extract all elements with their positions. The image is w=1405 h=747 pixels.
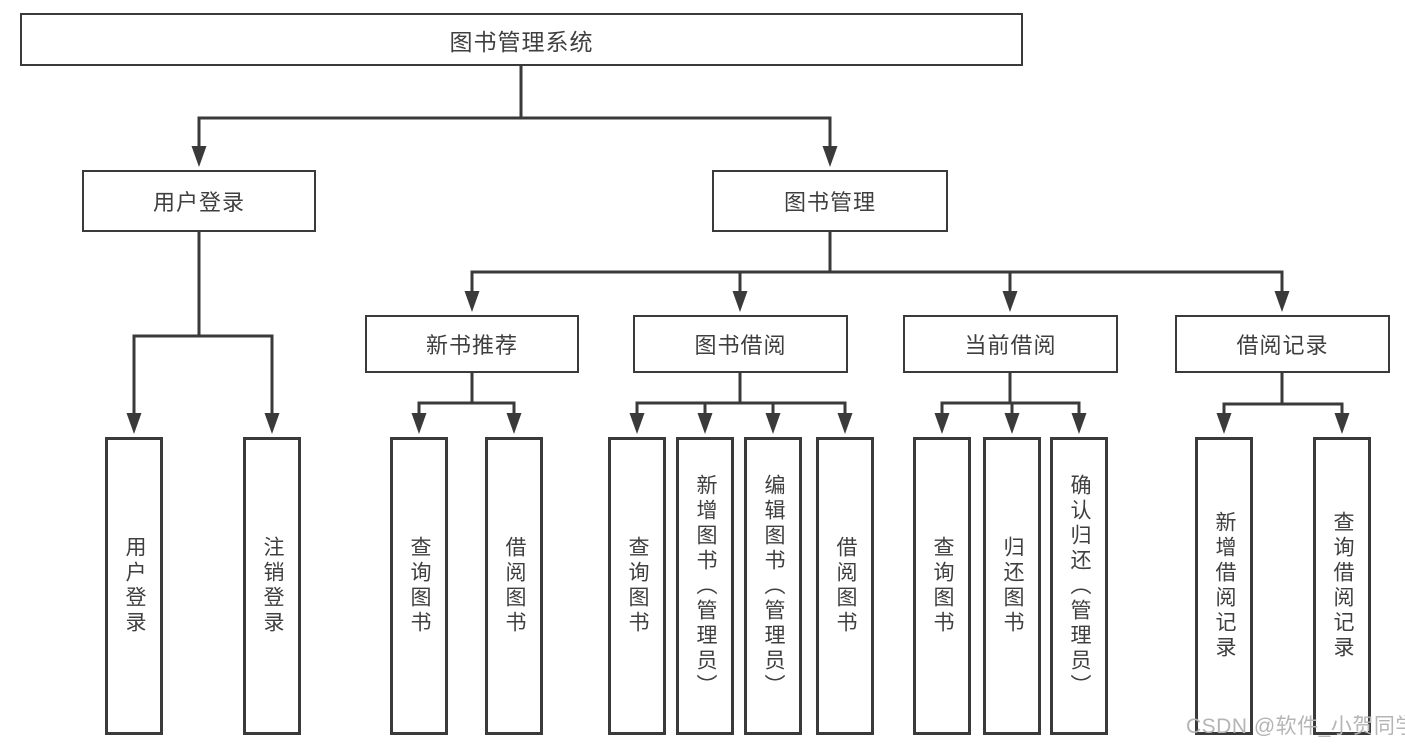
node-user-login: 用户登录 <box>82 170 316 232</box>
leaf-add-borrow-record: 新增借阅记录 <box>1195 437 1253 735</box>
leaf-logout: 注销登录 <box>243 437 301 735</box>
node-borrowing-records: 借阅记录 <box>1175 315 1390 373</box>
leaf-return-books: 归还图书 <box>983 437 1041 735</box>
node-book-borrowing: 图书借阅 <box>633 315 848 373</box>
leaf-add-books-admin: 新增图书（管理员） <box>676 437 734 735</box>
leaf-edit-books-admin: 编辑图书（管理员） <box>744 437 802 735</box>
leaf-borrow-books-recommend: 借阅图书 <box>485 437 543 735</box>
node-library-management-system: 图书管理系统 <box>20 13 1023 66</box>
watermark: CSDN @软件_小贺同学 <box>1186 715 1405 738</box>
leaf-query-books-recommend: 查询图书 <box>390 437 448 735</box>
leaf-confirm-return-admin: 确认归还（管理员） <box>1050 437 1108 735</box>
node-book-management: 图书管理 <box>712 170 948 232</box>
node-current-borrowing: 当前借阅 <box>903 315 1118 373</box>
leaf-query-books-borrowing: 查询图书 <box>608 437 666 735</box>
node-new-book-recommend: 新书推荐 <box>365 315 579 373</box>
leaf-query-books-current: 查询图书 <box>913 437 971 735</box>
leaf-borrow-books-borrowing: 借阅图书 <box>816 437 874 735</box>
leaf-user-login: 用户登录 <box>105 437 163 735</box>
leaf-query-borrow-record: 查询借阅记录 <box>1313 437 1371 735</box>
